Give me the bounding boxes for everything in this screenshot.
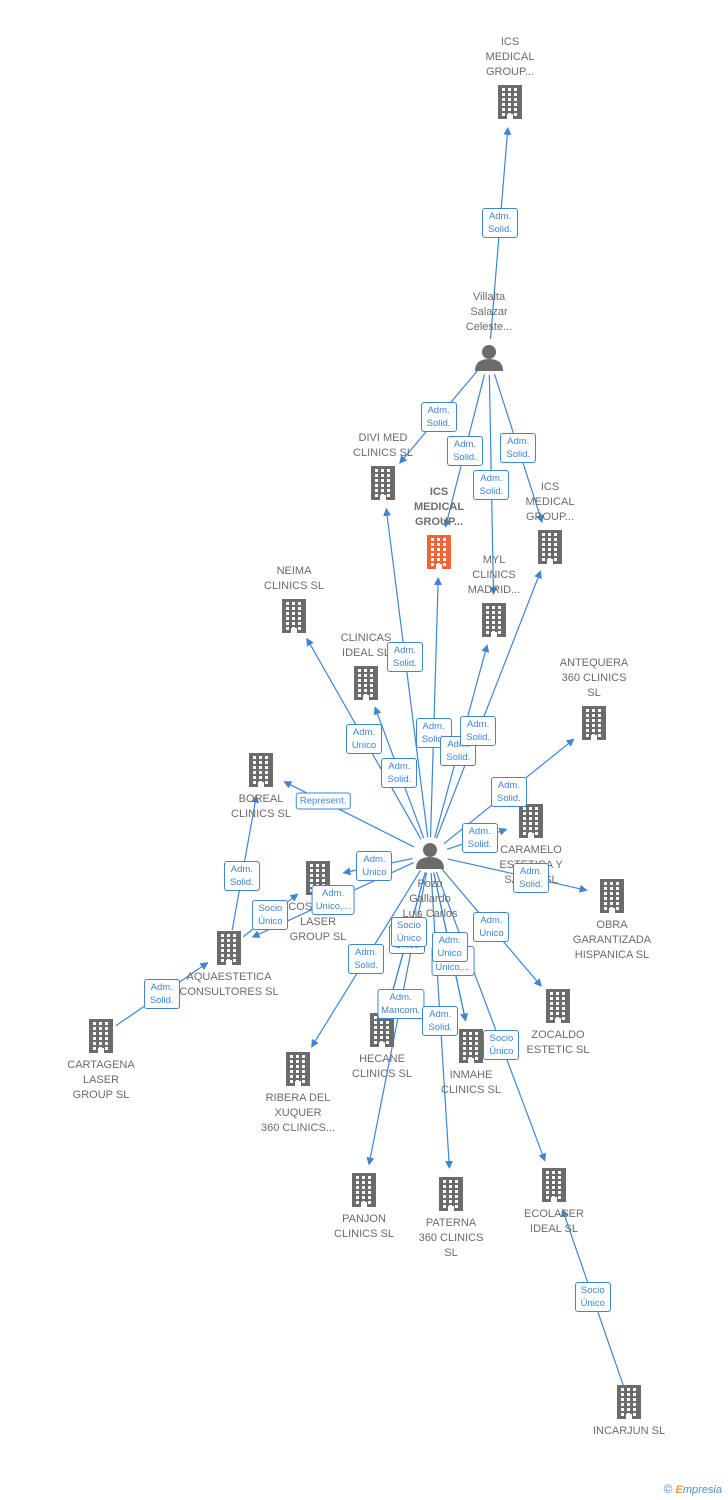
relation-badge[interactable]: Adm. Unico xyxy=(345,723,382,754)
relation-badge[interactable]: Adm. Unico xyxy=(431,931,468,962)
relation-badge[interactable]: Adm. Solid. xyxy=(143,979,180,1010)
focus-company-icon[interactable] xyxy=(427,535,451,569)
company-name[interactable]: ECOLASER IDEAL SL xyxy=(524,1208,584,1235)
company-icon[interactable] xyxy=(352,1173,376,1207)
relation-badge[interactable]: Socio Único xyxy=(252,900,289,931)
company-name[interactable]: MYL CLINICS MADRID... xyxy=(467,554,521,596)
company-name[interactable]: HECANE CLINICS SL xyxy=(352,1053,412,1080)
relation-badge[interactable]: Adm. Unico xyxy=(356,851,393,882)
relation-edge xyxy=(435,871,547,1162)
relation-badge[interactable]: Adm. Solid. xyxy=(460,716,497,747)
relation-badge[interactable]: Adm. Solid. xyxy=(446,435,483,466)
person-name[interactable]: Pozo Gallardo Luis Carlos xyxy=(402,878,458,920)
company-name[interactable]: ICS MEDICAL GROUP... xyxy=(413,486,465,528)
company-icon[interactable] xyxy=(89,1019,113,1053)
company-icon[interactable] xyxy=(546,989,570,1023)
company-icon[interactable] xyxy=(459,1029,483,1063)
company-name[interactable]: AQUAESTETICA CONSULTORES SL xyxy=(179,971,279,998)
company-name[interactable]: BOREAL CLINICS SL xyxy=(231,793,291,820)
company-icon[interactable] xyxy=(617,1385,641,1419)
copyright-symbol: © xyxy=(663,1482,673,1496)
relation-badge[interactable]: Socio Único xyxy=(483,1030,520,1061)
relation-badge[interactable]: Adm. Solid. xyxy=(381,757,418,788)
relation-badge[interactable]: Adm. Solid. xyxy=(348,943,385,974)
relation-edge xyxy=(435,570,542,839)
company-name[interactable]: INMAHE CLINICS SL xyxy=(441,1069,501,1096)
company-icon[interactable] xyxy=(538,530,562,564)
relation-badge[interactable]: Adm. Mancom. xyxy=(377,988,425,1019)
relation-badge[interactable]: Adm. Solid. xyxy=(422,1005,459,1036)
brand-name: mpresia xyxy=(682,1484,722,1496)
relation-edge xyxy=(383,507,429,838)
relation-badge[interactable]: Adm. Solid. xyxy=(223,861,260,892)
relation-badge[interactable]: Adm. Solid. xyxy=(482,207,519,238)
brand-initial: E xyxy=(675,1484,683,1496)
company-icon[interactable] xyxy=(519,804,543,838)
relation-badge[interactable]: Socio Único xyxy=(574,1282,611,1313)
relation-badge[interactable]: Adm. Solid. xyxy=(473,469,510,500)
company-name[interactable]: RIBERA DEL XUQUER 360 CLINICS... xyxy=(261,1092,335,1134)
company-name[interactable]: ICS MEDICAL GROUP... xyxy=(525,481,575,523)
relation-edge xyxy=(283,781,415,848)
relation-badge[interactable]: Represent. xyxy=(295,792,351,810)
company-icon[interactable] xyxy=(498,85,522,119)
relation-badge[interactable]: Adm. Unico xyxy=(473,912,510,943)
company-icon[interactable] xyxy=(600,879,624,913)
relation-badge[interactable]: Socio Único xyxy=(390,917,427,947)
company-name[interactable]: DIVI MED CLINICS SL xyxy=(353,432,413,459)
company-name[interactable]: PANJON CLINICS SL xyxy=(334,1213,394,1240)
relation-badge[interactable]: Adm. Solid. xyxy=(420,401,457,432)
company-name[interactable]: OBRA GARANTIZADA HISPANICA SL xyxy=(572,919,652,961)
company-icon[interactable] xyxy=(371,466,395,500)
company-icon[interactable] xyxy=(217,931,241,965)
relation-badge[interactable]: Adm. Unico,... xyxy=(311,884,355,915)
company-name[interactable]: PATERNA 360 CLINICS SL xyxy=(418,1217,484,1259)
footer-brand: © Empresia xyxy=(664,1482,722,1496)
relation-badge[interactable]: Adm. Solid. xyxy=(461,823,498,854)
relation-edge xyxy=(429,576,443,838)
company-name[interactable]: ICS MEDICAL GROUP... xyxy=(485,36,535,78)
relation-badge[interactable]: Adm. Solid. xyxy=(500,433,537,464)
company-name[interactable]: NEIMA CLINICS SL xyxy=(264,565,324,592)
person-icon[interactable] xyxy=(475,345,503,371)
relation-badge[interactable]: Adm. Solid. xyxy=(490,776,527,807)
company-icon[interactable] xyxy=(282,599,306,633)
company-icon[interactable] xyxy=(582,706,606,740)
company-icon[interactable] xyxy=(286,1052,310,1086)
company-icon[interactable] xyxy=(482,603,506,637)
company-name[interactable]: ANTEQUERA 360 CLINICS SL xyxy=(559,657,629,699)
company-icon[interactable] xyxy=(542,1168,566,1202)
company-icon[interactable] xyxy=(249,753,273,787)
company-name[interactable]: INCARJUN SL xyxy=(592,1425,666,1437)
company-icon[interactable] xyxy=(354,666,378,700)
company-name[interactable]: CLINICAS IDEAL SL xyxy=(340,632,392,659)
relation-badge[interactable]: Adm. Solid. xyxy=(440,735,477,766)
company-icon[interactable] xyxy=(439,1177,463,1211)
company-name[interactable]: CARTAGENA LASER GROUP SL xyxy=(67,1059,135,1101)
person-name[interactable]: Villalta Salazar Celeste... xyxy=(465,291,513,333)
relation-badge[interactable]: Adm. Solid. xyxy=(513,862,549,893)
company-name[interactable]: ZOCALDO ESTETIC SL xyxy=(526,1029,590,1056)
person-icon[interactable] xyxy=(416,843,444,869)
relation-badge[interactable]: Adm. Solid. xyxy=(386,641,423,672)
